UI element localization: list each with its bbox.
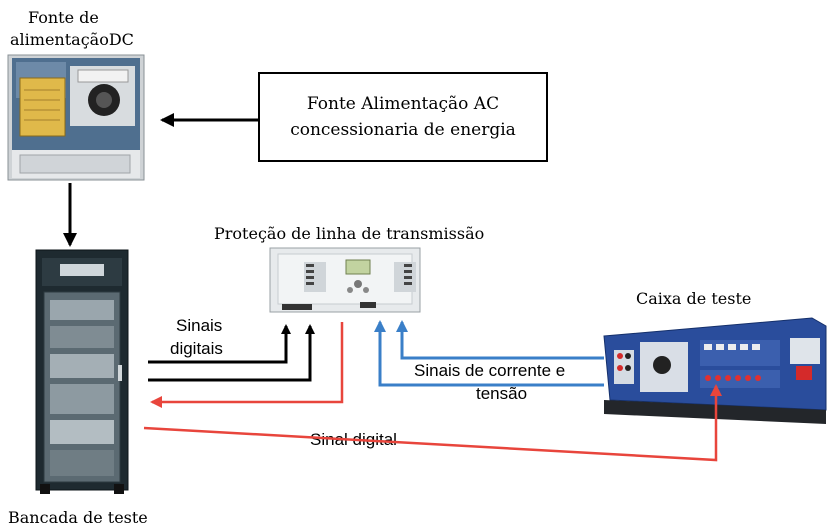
sinais-corrente-label-line1: Sinais de corrente e [414,361,566,380]
fonte-ac-label-line2: concessionaria de energia [290,120,516,140]
digital-line-2 [148,324,315,382]
relay-to-bench-red-line [150,322,344,408]
sinais-digitais-label-line1: Sinais [176,316,223,335]
sinais-digitais-connections [148,324,315,382]
sinais-corrente-label-line2: tensão [476,384,528,403]
protecao-label: Proteção de linha de transmissão [214,224,485,243]
fonte-ac-label-line1: Fonte Alimentação AC [306,94,500,114]
current-line-1 [396,320,604,360]
caixa-label: Caixa de teste [636,289,752,308]
bancada-label: Bancada de teste [8,508,148,527]
current-line-2 [374,320,604,387]
dc-power-supply-photo [7,54,145,181]
sinais-corrente-connections [374,320,604,387]
sinal-digital-red-line [143,384,722,462]
sinais-digitais-label-line2: digitais [170,339,223,358]
test-bench-cabinet-photo [35,249,129,494]
fonte-dc-label-line1: Fonte de [28,8,99,27]
protection-relay-photo [269,247,421,313]
fonte-dc-label-line2: alimentaçãoDC [10,30,134,49]
test-box-photo [603,317,827,424]
digital-line-1 [148,324,291,364]
fonte-ac-box: Fonte Alimentação AC concessionaria de e… [258,72,548,162]
